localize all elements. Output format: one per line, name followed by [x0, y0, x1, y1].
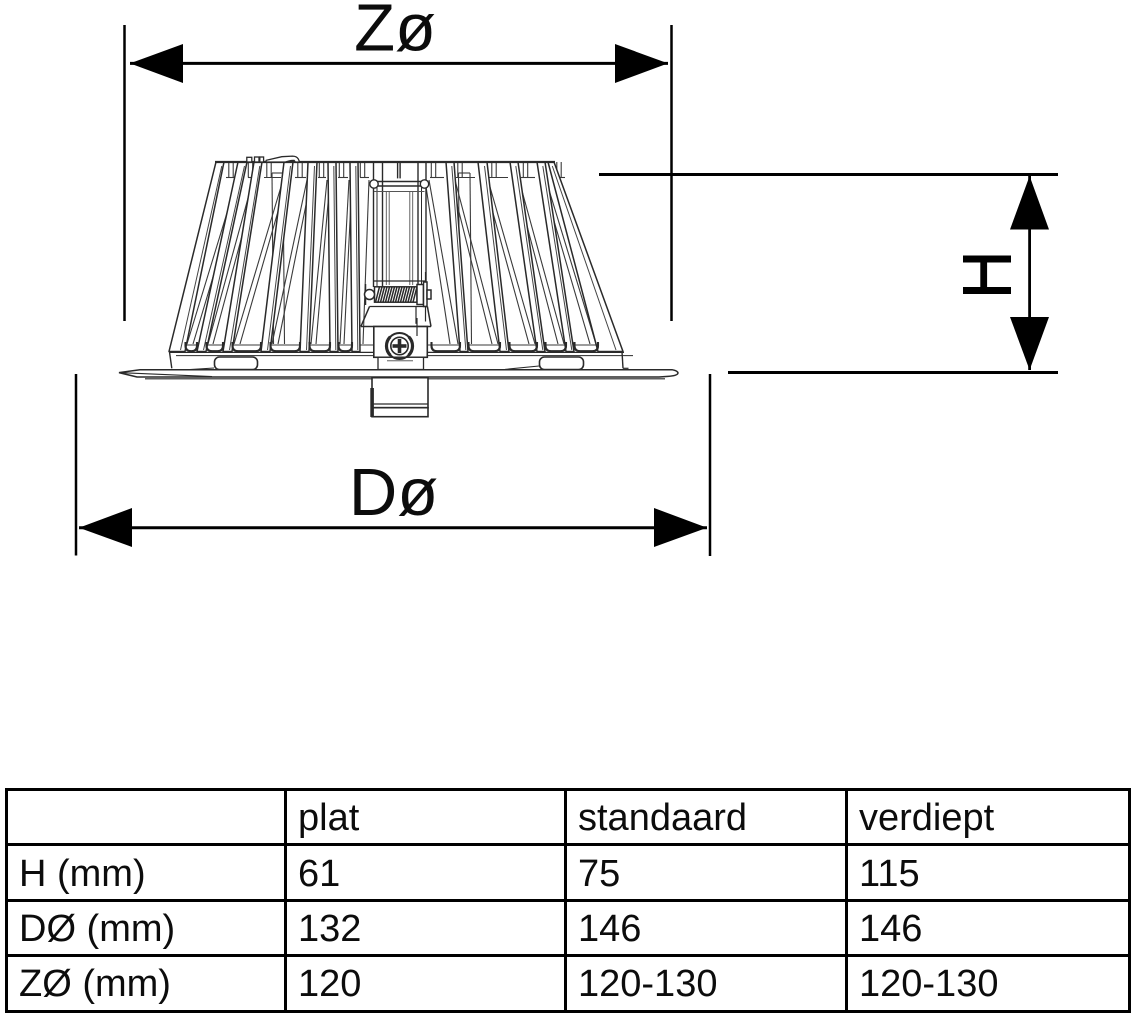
svg-text:Dø: Dø — [349, 455, 438, 530]
svg-text:Zø: Zø — [354, 0, 436, 66]
